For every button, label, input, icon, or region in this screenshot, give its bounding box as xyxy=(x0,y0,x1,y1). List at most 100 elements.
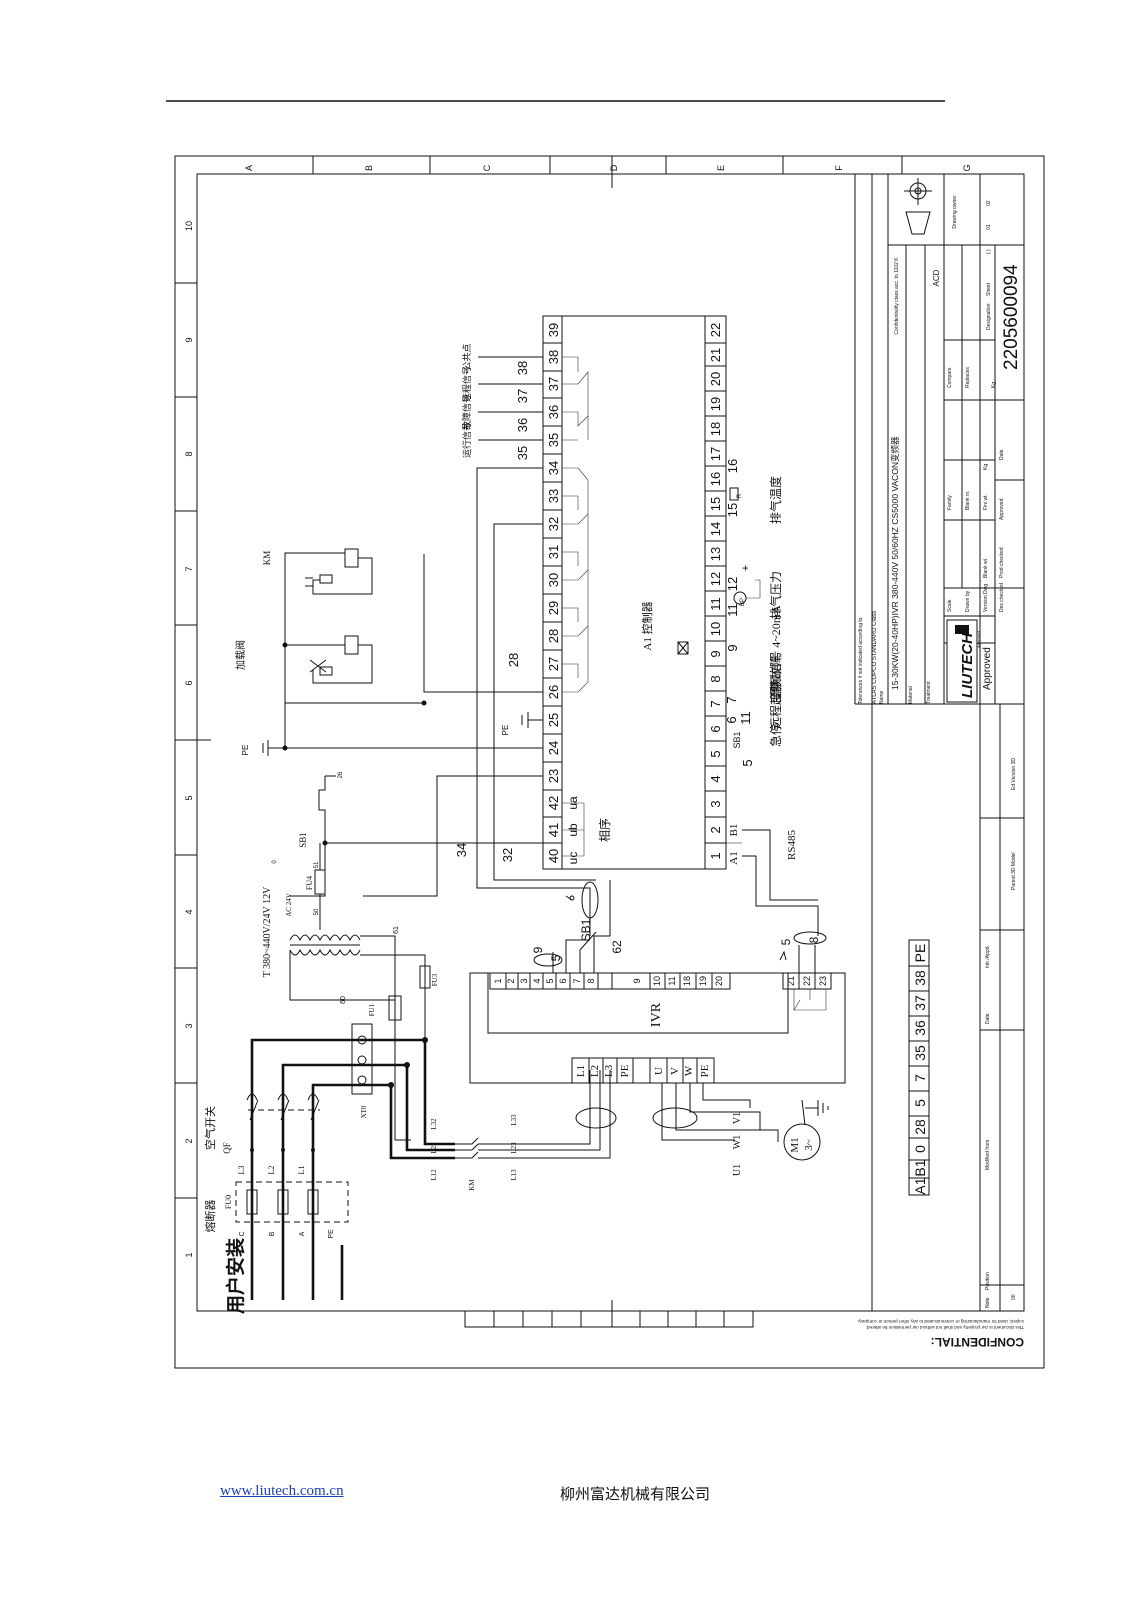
func-temp: 排气温度 xyxy=(768,476,783,524)
relay-signal-fault: 故障信号 xyxy=(461,394,472,430)
main-power-lines xyxy=(250,1037,455,1300)
temperature-sensor-icon xyxy=(729,487,739,501)
controller-top-terminal-28: 28 xyxy=(546,629,561,643)
ivr-sb1-label: SB1 xyxy=(579,918,593,941)
controller-bottom-terminal-9: 9 xyxy=(708,650,723,657)
controller-relay-contacts xyxy=(562,356,589,693)
strip-35: 35 xyxy=(912,1045,928,1061)
r-label: R xyxy=(737,493,743,498)
footer-website-link[interactable]: www.liutech.com.cn xyxy=(220,1483,344,1499)
controller-bottom-terminal-5: 5 xyxy=(708,750,723,757)
tb-confidential-note-1: This document is our property and shall … xyxy=(866,1325,1024,1330)
pe-25-label: PE xyxy=(501,725,510,736)
col-label-f: F xyxy=(834,165,844,171)
controller-top-terminal-25: 25 xyxy=(546,713,561,727)
fuses-fu0 xyxy=(235,1181,349,1223)
tb-confidential: CONFIDENTIAL: xyxy=(931,1335,1024,1349)
svg-text:LIUTECH: LIUTECH xyxy=(959,632,976,698)
motor-m1: M1 3~ U1 W1 V1 xyxy=(652,1083,829,1176)
wire-28-label: 28 xyxy=(506,653,521,667)
controller-top-terminal-31: 31 xyxy=(546,545,561,559)
control-wiring xyxy=(282,552,543,897)
controller-a1: 40 41 42 23 24 25 26 27 28 29 30 31 32 3… xyxy=(454,315,819,936)
tb-confidential-note-2: copied, used for manufacturing or commun… xyxy=(857,1319,1024,1324)
fuses-fu1-fu3: FU1 FU3 xyxy=(368,965,439,1141)
qf-label: QF xyxy=(222,1142,232,1154)
ivr-control-terminal-20: 20 xyxy=(714,976,724,986)
user-install-label: 用户安装 xyxy=(224,1238,247,1314)
row-label-10: 10 xyxy=(184,221,194,231)
ivr-control-terminal-1: 1 xyxy=(493,978,503,983)
func-estop: 急停 xyxy=(768,723,783,747)
motor-term-v1: V1 xyxy=(732,1112,743,1124)
controller-bottom-terminal-11: 11 xyxy=(708,597,723,611)
controller-bottom-terminal-22: 22 xyxy=(708,323,723,337)
ivr-relay-terminal-21: 21 xyxy=(786,976,796,986)
wire-32-label: 32 xyxy=(500,848,515,862)
fuse-label: 熔断器 xyxy=(203,1200,217,1233)
tb-position-value: 00 xyxy=(1011,1294,1017,1300)
phase-note: 相序 xyxy=(597,818,612,842)
wire-51-label: 51 xyxy=(314,861,320,868)
transformer-label: T 380~440V/24V 12V xyxy=(262,886,273,977)
row-label-2: 2 xyxy=(184,1138,194,1143)
pe-main-label: PE xyxy=(241,745,250,756)
motor-term-w1: W1 xyxy=(732,1135,743,1149)
tb-tolerance-note: Tolerances if not indicated according to xyxy=(858,617,864,704)
controller-top-terminal-40: 40 xyxy=(546,849,561,863)
ivr-wire-5b-label: 5 xyxy=(779,938,793,945)
strip-5: 5 xyxy=(912,1099,928,1107)
controller-bottom-terminal-17: 17 xyxy=(708,447,723,461)
strip-37: 37 xyxy=(912,995,928,1011)
tb-modified-from: Modified from xyxy=(985,1140,991,1170)
wire-34 xyxy=(476,467,591,936)
strip-36: 36 xyxy=(912,1020,928,1036)
tb-note-label: Note xyxy=(985,1297,991,1308)
controller-top-terminal-23: 23 xyxy=(546,769,561,783)
envelope-icon xyxy=(677,641,689,655)
relay-number-35: 35 xyxy=(515,446,530,460)
strip-0: 0 xyxy=(912,1145,928,1153)
relay-signal-remote: 远程信号 xyxy=(461,366,472,402)
col-label-b: B xyxy=(364,165,374,171)
rs485-label: RS485 xyxy=(786,830,798,860)
row-label-3: 3 xyxy=(184,1023,194,1028)
tb-version-dwg-label: Version Dwg xyxy=(983,584,989,612)
tb-kg-label-2: Kg xyxy=(991,382,997,388)
tb-acd: ACD xyxy=(932,269,941,286)
controller-wire-6-label: 6 xyxy=(724,716,739,723)
km-label: KM xyxy=(468,1179,476,1191)
row-label-4: 4 xyxy=(184,909,194,914)
tb-des-checked-label: Des checked xyxy=(999,583,1005,612)
line-l2: L2 xyxy=(267,1166,276,1175)
ivr-power-out-u: U xyxy=(653,1067,665,1075)
tb-fini-wt-label: Fini wt. xyxy=(983,494,989,510)
ivr-wire-5-label: 5 xyxy=(549,954,563,961)
phase-label-uc: uc xyxy=(566,852,580,865)
tb-blank-nr-label: Blank nr. xyxy=(965,491,971,510)
phase-in-pe: PE xyxy=(328,1229,335,1239)
rs485-cable xyxy=(742,829,819,936)
ivr-power-out-w: W xyxy=(683,1065,695,1076)
controller-top-terminal-38: 38 xyxy=(546,350,561,364)
bp-label: BP xyxy=(740,598,746,606)
controller-top-terminal-37: 37 xyxy=(546,377,561,391)
controller-bottom-terminal-1: 1 xyxy=(708,852,723,859)
line-l3: L3 xyxy=(237,1166,246,1175)
phase-in-c: C xyxy=(239,1231,246,1236)
motor-phase-label: 3~ xyxy=(803,1139,815,1151)
controller-wire-16-label: 16 xyxy=(725,459,740,473)
ivr-control-terminal-4: 4 xyxy=(532,978,542,983)
col-label-d: D xyxy=(609,164,619,171)
controller-bottom-terminal-13: 13 xyxy=(708,547,723,561)
row-label-6: 6 xyxy=(184,680,194,685)
row-label-9: 9 xyxy=(184,337,194,342)
ivr-control-terminal-5: 5 xyxy=(545,978,555,983)
tb-approved: Approved xyxy=(982,647,993,690)
func-pressure: 排气压力 xyxy=(768,571,783,619)
controller-bottom-terminal-2: 2 xyxy=(708,826,723,833)
relay-signal-common: 公共点 xyxy=(462,343,472,370)
controller-bottom-terminal-grid xyxy=(705,342,726,844)
ivr-control-terminal-10: 10 xyxy=(652,976,662,986)
ivr-power-out-v: V xyxy=(669,1067,681,1075)
